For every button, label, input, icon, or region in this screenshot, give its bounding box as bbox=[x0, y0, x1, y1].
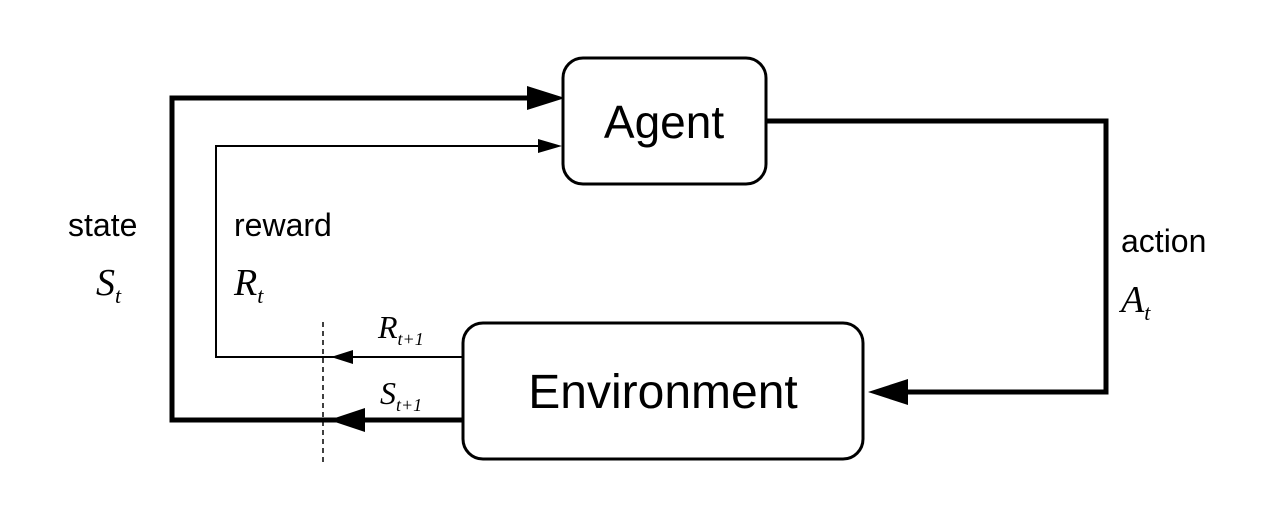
next-reward-arrowhead bbox=[331, 350, 353, 364]
environment-box bbox=[461, 321, 865, 461]
action-loop-line bbox=[766, 118, 1109, 395]
next-state-arrowhead bbox=[329, 408, 365, 432]
state-arrowhead bbox=[527, 86, 565, 110]
reward-symbol: Rt bbox=[233, 262, 264, 308]
next-reward-subscript: t+1 bbox=[398, 329, 424, 349]
reward-subscript: t bbox=[257, 283, 264, 308]
reward-label: reward bbox=[234, 207, 332, 243]
action-label: action bbox=[1121, 223, 1206, 259]
agent-label: Agent bbox=[604, 96, 724, 148]
next-reward-symbol: Rt+1 bbox=[377, 309, 424, 349]
next-state-subscript: t+1 bbox=[396, 395, 422, 415]
state-label: state bbox=[68, 207, 137, 243]
next-state-symbol: St+1 bbox=[380, 375, 422, 415]
state-loop-line bbox=[169, 95, 530, 423]
environment-label: Environment bbox=[528, 366, 797, 419]
action-arrowhead bbox=[868, 379, 908, 405]
state-subscript: t bbox=[115, 283, 122, 308]
reward-arrowhead bbox=[538, 139, 562, 153]
action-subscript: t bbox=[1144, 300, 1151, 325]
action-symbol: At bbox=[1118, 279, 1151, 325]
agent-box bbox=[561, 56, 768, 186]
state-symbol: St bbox=[96, 262, 122, 308]
